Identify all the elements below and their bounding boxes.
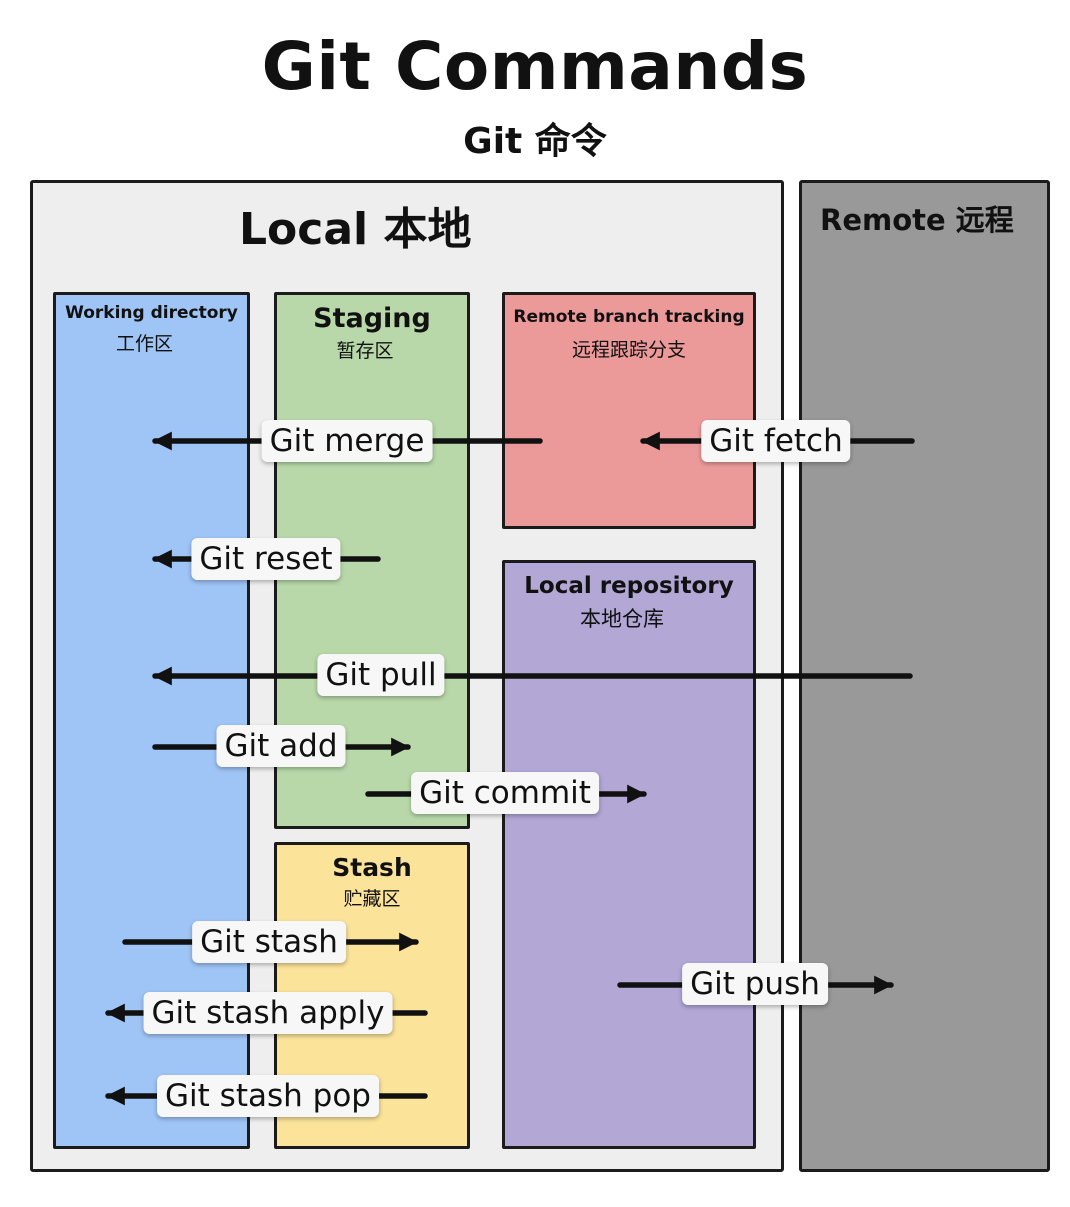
- cmd-git-stash: Git stash: [192, 921, 346, 963]
- local-label: Local 本地: [239, 204, 472, 255]
- remote-branch-tracking-label-zh: 远程跟踪分支: [571, 339, 686, 361]
- page-subtitle: Git 命令: [463, 121, 607, 162]
- remote-label: Remote 远程: [820, 203, 1014, 237]
- cmd-git-add: Git add: [216, 725, 346, 767]
- page-title: Git Commands: [261, 28, 809, 105]
- cmd-git-stash-pop: Git stash pop: [157, 1075, 379, 1117]
- cmd-git-push: Git push: [682, 963, 828, 1005]
- working-directory-label-zh: 工作区: [115, 333, 173, 355]
- stash-label-zh: 贮藏区: [343, 888, 401, 910]
- local-repository-label: Local repository: [524, 573, 734, 599]
- staging-label: Staging: [313, 303, 431, 334]
- local-repository-label-zh: 本地仓库: [580, 607, 664, 631]
- cmd-git-reset: Git reset: [191, 538, 341, 580]
- local-repository-zone: Local repository 本地仓库: [502, 560, 756, 1149]
- staging-label-zh: 暂存区: [336, 340, 394, 362]
- cmd-git-merge: Git merge: [261, 420, 433, 462]
- cmd-git-stash-apply: Git stash apply: [143, 992, 393, 1034]
- stash-label: Stash: [332, 853, 412, 882]
- remote-branch-tracking-label: Remote branch tracking: [513, 307, 745, 327]
- cmd-git-pull: Git pull: [317, 654, 445, 696]
- cmd-git-commit: Git commit: [411, 772, 599, 814]
- remote-branch-tracking-zone: Remote branch tracking 远程跟踪分支: [502, 292, 756, 529]
- cmd-git-fetch: Git fetch: [701, 420, 851, 462]
- working-directory-label: Working directory: [65, 303, 238, 323]
